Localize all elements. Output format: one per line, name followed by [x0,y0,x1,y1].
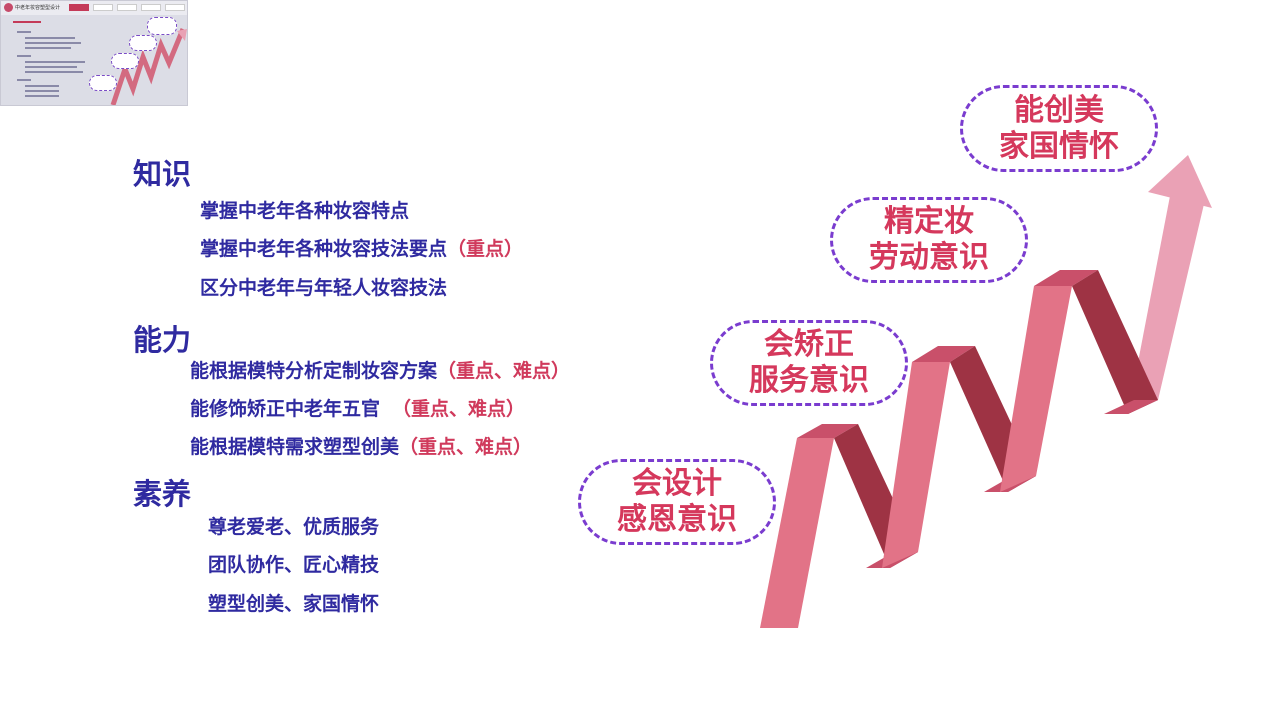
step-bubble-3: 精定妆 劳动意识 [830,197,1028,283]
literacy-item-1: 尊老爱老、优质服务 [208,516,380,538]
thumbnail-line [25,61,85,63]
stairs-base-3 [1104,400,1158,414]
step-bubble-2: 会矫正 服务意识 [710,320,908,406]
thumbnail-bubble [89,75,117,91]
thumbnail-line [17,79,31,81]
thumbnail-tab-5 [165,4,185,11]
step-bubble-2-line1: 会矫正 [764,327,854,362]
thumbnail-tab-3 [117,4,137,11]
step-bubble-1-line2: 感恩意识 [617,502,737,537]
section-title-knowledge: 知识 [133,157,192,191]
stairs-arrow-head [1148,155,1212,208]
thumbnail-line [25,95,59,97]
thumbnail-line [25,85,59,87]
thumbnail-line [17,55,31,57]
thumbnail-line [13,21,41,23]
step-bubble-3-line1: 精定妆 [884,204,974,239]
step-bubble-1-line1: 会设计 [632,466,722,501]
thumbnail-line [25,90,59,92]
knowledge-item-1: 掌握中老年各种妆容特点 [200,200,410,222]
thumbnail-line [25,71,83,73]
thumbnail-line [25,42,81,44]
ability-item-1: 能根据模特分析定制妆容方案（重点、难点） [190,360,571,382]
section-title-ability: 能力 [133,323,192,357]
thumbnail-tab-2 [93,4,113,11]
stairs-fall-3 [1072,270,1158,414]
thumbnail-line [25,37,75,39]
thumbnail-title: 中老年妆容塑型设计 [15,5,61,11]
slide-thumbnail[interactable]: 中老年妆容塑型设计 [0,0,188,106]
thumbnail-line [25,66,77,68]
thumbnail-bubble [111,53,139,69]
thumbnail-bubble [147,17,177,35]
step-bubble-4: 能创美 家国情怀 [960,85,1158,172]
stairs-arrow-shaft [1128,196,1204,414]
step-bubble-3-line2: 劳动意识 [869,240,989,275]
avatar-icon [4,3,13,12]
literacy-item-3: 塑型创美、家国情怀 [208,593,380,615]
ability-item-2: 能修饰矫正中老年五官（重点、难点） [190,398,526,420]
stairs-rise-1 [760,438,834,628]
stairs-cap-3 [1034,270,1098,286]
thumbnail-line [17,31,31,33]
thumbnail-tab-4 [141,4,161,11]
section-title-literacy: 素养 [133,477,192,511]
step-bubble-2-line2: 服务意识 [749,363,869,398]
thumbnail-stairs-graphic [110,28,187,105]
stairs-cap-2 [912,346,975,362]
step-bubble-1: 会设计 感恩意识 [578,459,776,545]
stairs-rise-3 [1000,286,1072,492]
thumbnail-tab-1 [69,4,89,11]
step-bubble-4-line2: 家国情怀 [999,128,1119,164]
stairs-rise-2 [882,362,950,568]
stairs-cap-1 [797,424,858,438]
knowledge-item-2: 掌握中老年各种妆容技法要点（重点） [200,238,524,260]
step-bubble-4-line1: 能创美 [1014,92,1104,128]
literacy-item-2: 团队协作、匠心精技 [208,554,380,576]
knowledge-item-3: 区分中老年与年轻人妆容技法 [200,277,448,299]
thumbnail-bubble [129,35,157,51]
thumbnail-line [25,47,71,49]
ability-item-3: 能根据模特需求塑型创美（重点、难点） [190,436,533,458]
